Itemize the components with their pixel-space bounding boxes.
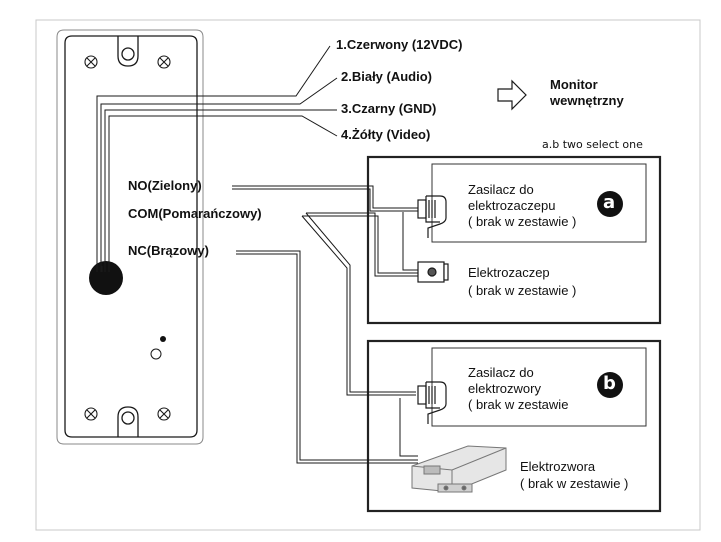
- terminal-com-label: COM(Pomarańczowy): [128, 206, 262, 221]
- monitor-label-line1: Monitor: [550, 77, 598, 92]
- box-b-supply-line3: ( brak w zestawie: [468, 397, 569, 412]
- badge-a: [597, 191, 623, 217]
- monitor-label-line2: wewnętrzny: [550, 93, 624, 108]
- screw-icon: [84, 55, 171, 421]
- badge-a-letter: a: [603, 192, 616, 213]
- box-a-supply-line3: ( brak w zestawie ): [468, 214, 577, 229]
- terminal-wires: [232, 185, 418, 464]
- box-b-device-line2: ( brak w zestawie ): [520, 476, 629, 491]
- arrow-right-outline-icon: [497, 79, 527, 111]
- mic-hole: [160, 336, 166, 342]
- wire-label-red: 1.Czerwony (12VDC): [336, 37, 463, 52]
- cable-grommet: [89, 261, 123, 295]
- box-b-supply-line1: Zasilacz do: [468, 365, 534, 380]
- terminal-no-label: NO(Zielony): [128, 178, 202, 193]
- monitor-wires: [96, 45, 338, 272]
- power-plug-icon: [417, 195, 447, 424]
- select-note: a.b two select one: [542, 138, 643, 151]
- electric-lock-icon: [411, 445, 507, 493]
- badge-b-letter: b: [603, 373, 616, 394]
- terminal-nc-label: NC(Brązowy): [128, 243, 209, 258]
- wire-label-yellow: 4.Żółty (Video): [341, 127, 431, 142]
- box-a-supply-line2: elektrozaczepu: [468, 198, 556, 213]
- electric-strike-icon: [417, 261, 449, 283]
- button-hole: [150, 348, 162, 360]
- box-a-supply-line1: Zasilacz do: [468, 182, 534, 197]
- wire-label-white: 2.Biały (Audio): [341, 69, 433, 84]
- badge-b: [597, 372, 623, 398]
- outer-frame: [35, 19, 701, 531]
- box-b-device-line1: Elektrozwora: [520, 459, 596, 474]
- box-b-supply-line2: elektrozwory: [468, 381, 541, 396]
- wire-label-black: 3.Czarny (GND): [341, 101, 437, 116]
- box-a-device-line2: ( brak w zestawie ): [468, 283, 577, 298]
- box-a-device-line1: Elektrozaczep: [468, 265, 550, 280]
- option-a-box: [366, 155, 662, 325]
- option-b-box: [366, 339, 662, 513]
- door-station-panel: [56, 29, 204, 445]
